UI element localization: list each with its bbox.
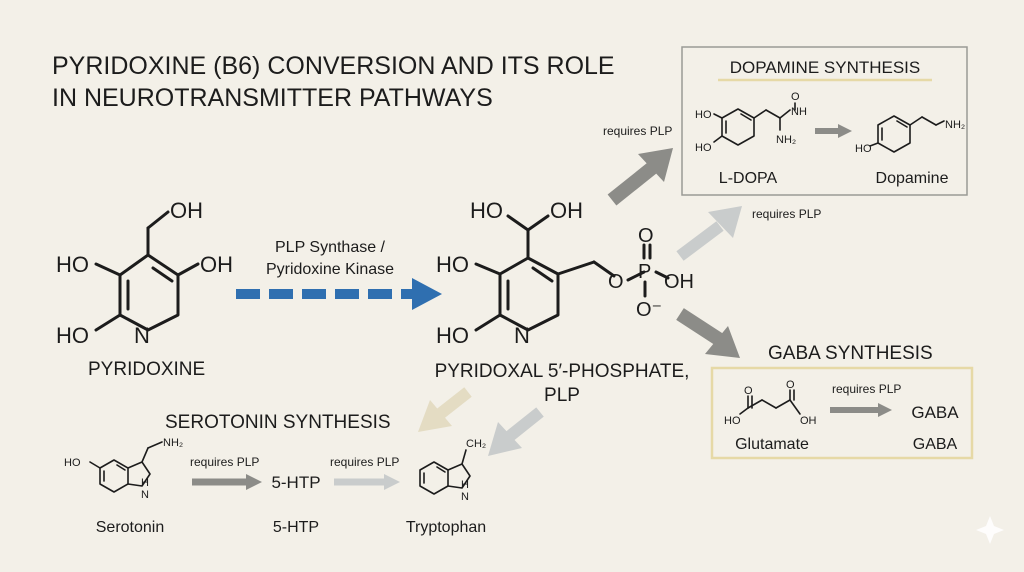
ldopa-nh2: NH₂ [776, 134, 796, 146]
plp-p: P [638, 261, 651, 283]
glutamate-structure: O O HO OH [724, 379, 817, 427]
ldopa-nh: NH [791, 106, 807, 118]
pyridoxine-oh-right: OH [200, 252, 233, 277]
pyridoxine-structure: OH HO OH HO N [56, 198, 233, 348]
gaba-title: GABA SYNTHESIS [768, 343, 933, 364]
glutamate-o-2: O [786, 379, 795, 391]
tryptophan-label: Tryptophan [406, 519, 486, 536]
dopamine-box-title: DOPAMINE SYNTHESIS [730, 58, 921, 77]
tryptophan-ch2: CH₂ [466, 438, 486, 450]
conversion-arrow [236, 278, 442, 310]
five-htp-label: 5-HTP [273, 519, 319, 536]
plp-n: N [514, 323, 530, 348]
plp-oh-top: OH [550, 198, 583, 223]
glutamate-ho: HO [724, 415, 741, 427]
arrow-to-upper-right [676, 206, 742, 261]
serotonin-title: SEROTONIN SYNTHESIS [165, 412, 391, 433]
dopamine-nh2: NH₂ [945, 119, 965, 131]
dopamine-label: Dopamine [876, 170, 949, 187]
ldopa-ho-1: HO [695, 109, 712, 121]
pyridoxine-ho-left: HO [56, 252, 89, 277]
plp-o-minus: O⁻ [636, 299, 662, 321]
arrow-to-gaba [676, 308, 740, 358]
sparkle-icon [976, 516, 1004, 544]
tryptophan-n: N [461, 491, 469, 503]
serotonin-arrow-1 [192, 474, 262, 490]
arrow-to-dopamine [607, 148, 673, 206]
plp-o-ester: O [608, 271, 624, 293]
plp-label-line-2: PLP [544, 385, 580, 406]
gaba-product: GABA [911, 403, 959, 422]
serotonin-structure: HO NH₂ H N [64, 437, 183, 501]
tryptophan-h: H [461, 479, 469, 491]
arrow-to-serotonin [418, 387, 472, 432]
arrow-to-tryptophan [488, 407, 544, 456]
enzyme-label-line-2: Pyridoxine Kinase [266, 261, 394, 278]
title-line-2: IN NEUROTRANSMITTER PATHWAYS [52, 84, 493, 112]
plp-ho-bottom: HO [436, 323, 469, 348]
plp-ho-left: HO [436, 252, 469, 277]
ldopa-ho-2: HO [695, 142, 712, 154]
plp-oh-p: OH [664, 271, 694, 293]
pyridoxine-label: PYRIDOXINE [88, 359, 205, 380]
title-line-1: PYRIDOXINE (B6) CONVERSION AND ITS ROLE [52, 52, 615, 80]
dopamine-box [681, 46, 968, 196]
ldopa-structure: HO HO NH O NH₂ [695, 91, 807, 154]
gaba-box [710, 366, 974, 460]
glutamate-label: Glutamate [735, 436, 809, 453]
plp-o-double: O [638, 225, 654, 247]
plp-structure: HO OH HO HO N O P O OH O⁻ [436, 198, 694, 348]
serotonin-requires-plp-2: requires PLP [330, 455, 399, 469]
serotonin-h: H [141, 477, 149, 489]
glutamate-oh: OH [800, 415, 817, 427]
five-htp-product: 5-HTP [271, 473, 320, 492]
enzyme-label-line-1: PLP Synthase / [275, 239, 386, 256]
pyridoxine-n: N [134, 323, 150, 348]
serotonin-n: N [141, 489, 149, 501]
glutamate-to-gaba-arrow [830, 403, 892, 417]
pyridoxine-oh-top: OH [170, 198, 203, 223]
requires-plp-mid: requires PLP [752, 207, 821, 221]
ldopa-o: O [791, 91, 800, 103]
glutamate-o-1: O [744, 385, 753, 397]
requires-plp-dopamine: requires PLP [603, 124, 672, 138]
dopamine-ho: HO [855, 143, 872, 155]
serotonin-label: Serotonin [96, 519, 165, 536]
ldopa-to-dopamine-arrow [815, 124, 852, 138]
gaba-requires-plp: requires PLP [832, 382, 901, 396]
serotonin-arrow-2 [334, 474, 400, 490]
pyridoxine-ho-bottom: HO [56, 323, 89, 348]
tryptophan-structure: CH₂ H N [419, 438, 486, 503]
dopamine-structure: HO NH₂ [855, 115, 965, 155]
serotonin-nh2: NH₂ [163, 437, 183, 449]
ldopa-label: L-DOPA [719, 170, 778, 187]
serotonin-ho: HO [64, 457, 81, 469]
plp-ho-top: HO [470, 198, 503, 223]
serotonin-requires-plp-1: requires PLP [190, 455, 259, 469]
gaba-label: GABA [913, 436, 958, 453]
plp-label-line-1: PYRIDOXAL 5′-PHOSPHATE, [435, 361, 690, 382]
